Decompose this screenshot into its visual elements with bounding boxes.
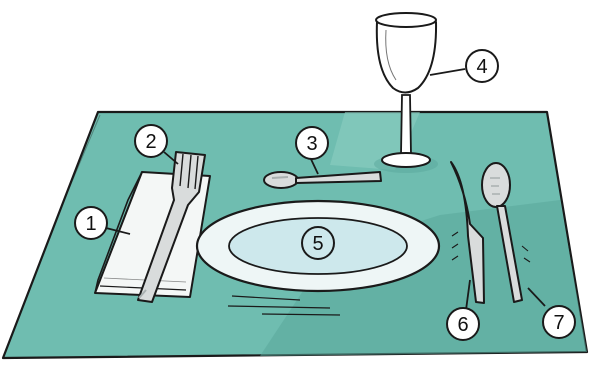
callout-5: 5 — [302, 227, 334, 259]
callout-4: 4 — [466, 50, 498, 82]
callout-3: 3 — [296, 127, 328, 159]
callout-1: 1 — [75, 207, 107, 239]
callout-5-label: 5 — [312, 233, 323, 255]
callout-3-label: 3 — [306, 133, 317, 155]
callout-2: 2 — [135, 125, 167, 157]
callout-6: 6 — [447, 308, 479, 340]
callout-7: 7 — [543, 306, 575, 338]
callout-2-label: 2 — [145, 131, 156, 153]
callout-1-label: 1 — [85, 213, 96, 235]
callout-6-label: 6 — [457, 314, 468, 336]
callout-7-label: 7 — [553, 312, 564, 334]
callout-4-label: 4 — [476, 56, 487, 78]
